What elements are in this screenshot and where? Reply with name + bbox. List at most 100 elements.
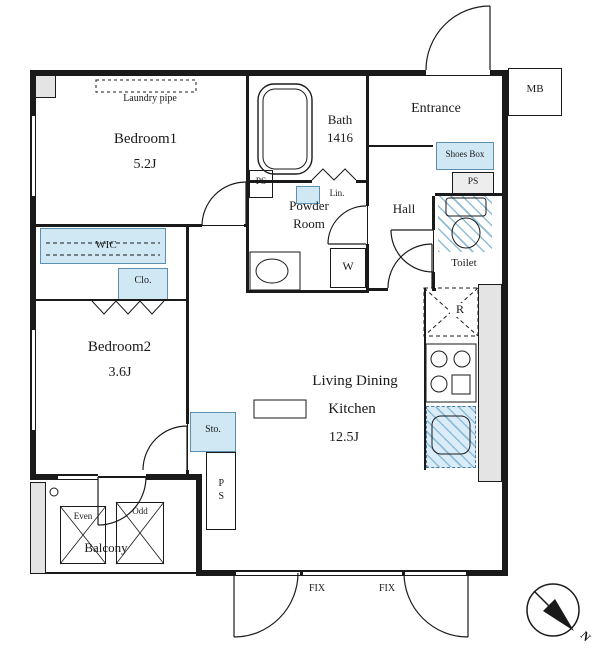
linen-shelf bbox=[296, 186, 320, 204]
compass-tail bbox=[533, 590, 550, 607]
pipe-space-label-shaft: PS bbox=[215, 478, 227, 504]
wall-bottom-b bbox=[466, 570, 508, 576]
wall-powder-right-a bbox=[366, 76, 369, 206]
wall-powder-right-b bbox=[366, 244, 369, 292]
powder-room-label-1: Powder bbox=[289, 198, 329, 213]
wall-hall-bottom-a bbox=[369, 288, 388, 291]
wall-bath-bottom-b bbox=[356, 180, 369, 183]
ldk-size: 12.5J bbox=[329, 430, 359, 445]
wall-toilet-left-b bbox=[432, 272, 435, 291]
wall-bedroom2-bottom-b bbox=[146, 474, 202, 480]
wall-bedroom1-bottom bbox=[30, 224, 202, 227]
kitchen-wall-column bbox=[478, 284, 502, 482]
burner-1 bbox=[430, 350, 448, 368]
hall-label: Hall bbox=[392, 201, 416, 216]
window-bottom-inner bbox=[236, 574, 466, 576]
vanity-counter bbox=[249, 251, 301, 291]
bedroom2-label: Bedroom2 bbox=[87, 339, 152, 355]
compass-arrow bbox=[543, 599, 574, 631]
wall-mid-vertical-stub bbox=[186, 470, 189, 480]
bedroom1-size: 5.2J bbox=[133, 157, 157, 172]
front-door-gap bbox=[426, 70, 490, 76]
compass bbox=[526, 583, 580, 637]
wall-toilet-left-a bbox=[432, 196, 435, 230]
toilet-label: Toilet bbox=[451, 257, 477, 269]
bedroom2-window-inner bbox=[58, 478, 98, 480]
entrance-step-line bbox=[369, 145, 433, 147]
counter-symbol bbox=[253, 399, 307, 419]
bedroom1-window-gap bbox=[30, 116, 36, 196]
even-label: Even bbox=[73, 511, 93, 521]
wic-label: WIC bbox=[95, 239, 117, 251]
wall-mid-vertical bbox=[186, 226, 189, 424]
bedroom1-door-threshold bbox=[202, 225, 246, 227]
meter-box-label: MB bbox=[526, 83, 544, 95]
wall-top bbox=[30, 70, 508, 76]
balcony-label: Balcony bbox=[84, 540, 128, 555]
wall-powder-bottom bbox=[246, 290, 369, 293]
compass-circle bbox=[526, 583, 580, 637]
wall-bath-bottom-a bbox=[249, 180, 312, 183]
bedroom2-window-outer bbox=[58, 474, 98, 476]
wall-right bbox=[502, 70, 508, 576]
storage-fill bbox=[190, 412, 236, 452]
front-door-threshold bbox=[426, 74, 490, 76]
wall-left bbox=[30, 70, 36, 480]
bathtub-outer bbox=[257, 83, 313, 175]
toilet-door-threshold bbox=[433, 230, 435, 272]
laundry-pipe-label: Laundry pipe bbox=[123, 93, 177, 104]
fix-window-label-2: FIX bbox=[378, 583, 396, 594]
bedroom2-door-threshold bbox=[187, 424, 189, 470]
kitchen-counter-edge bbox=[424, 288, 426, 470]
fix-window-label-1: FIX bbox=[308, 583, 326, 594]
bedroom1-door-arc bbox=[201, 181, 247, 227]
wall-toilet-top bbox=[435, 193, 508, 196]
pipe-space-shaft bbox=[206, 452, 236, 530]
balcony-drain bbox=[49, 487, 59, 497]
closet-front-line bbox=[30, 299, 189, 301]
bathtub-inner bbox=[262, 88, 308, 170]
wall-ldk-left bbox=[196, 480, 202, 576]
bath-size: 1416 bbox=[327, 130, 353, 145]
balcony-door-threshold bbox=[98, 476, 146, 478]
wall-bottom-a bbox=[196, 570, 236, 576]
bedroom1-window-line-a bbox=[30, 116, 32, 196]
terrace-door-left-arc bbox=[233, 572, 299, 638]
burner-2 bbox=[453, 350, 471, 368]
window-mullion-a bbox=[300, 570, 303, 576]
washer-box bbox=[330, 248, 366, 288]
laundry-pipe-route bbox=[95, 79, 197, 93]
powder-door-threshold bbox=[367, 206, 369, 244]
balcony-bottom-line bbox=[46, 572, 198, 574]
shoes-box-label: Shoes Box bbox=[445, 149, 485, 159]
vanity-basin bbox=[255, 258, 289, 284]
pipe-space-label-entrance: PS bbox=[467, 177, 479, 187]
meter-box bbox=[508, 68, 562, 116]
linen-label: Lin. bbox=[329, 188, 345, 198]
closet-label: Clo. bbox=[134, 275, 152, 286]
bath-folding-door bbox=[311, 168, 357, 181]
shoes-box-fill bbox=[436, 142, 494, 170]
bedroom2-side-window-gap bbox=[30, 330, 36, 430]
kitchen-sink-area bbox=[426, 406, 476, 468]
refrigerator-label: R bbox=[450, 302, 470, 317]
bedroom2-door-arc bbox=[142, 425, 188, 471]
storage-label: Sto. bbox=[205, 424, 221, 435]
pipe-space-box-entrance bbox=[452, 172, 494, 196]
stove-unit bbox=[425, 343, 477, 403]
closet-folding-doors bbox=[91, 300, 165, 315]
wall-bedroom2-bottom-a bbox=[30, 474, 58, 480]
bedroom2-side-window-line-a bbox=[30, 330, 32, 430]
bedroom2-size: 3.6J bbox=[108, 365, 132, 380]
powder-room-label-2: Room bbox=[293, 216, 325, 231]
hall-door-arc bbox=[387, 243, 433, 289]
bedroom1-window-line-b bbox=[34, 116, 36, 196]
toilet-tile-area bbox=[438, 196, 492, 252]
window-bottom-outer bbox=[236, 570, 466, 572]
wall-bath-left bbox=[246, 76, 249, 292]
odd-label: Odd bbox=[132, 506, 148, 516]
ldk-label-2: Kitchen bbox=[328, 401, 376, 417]
stove-grill bbox=[451, 374, 471, 395]
compass-north-label: N bbox=[577, 628, 594, 645]
washer-label: W bbox=[342, 259, 354, 273]
